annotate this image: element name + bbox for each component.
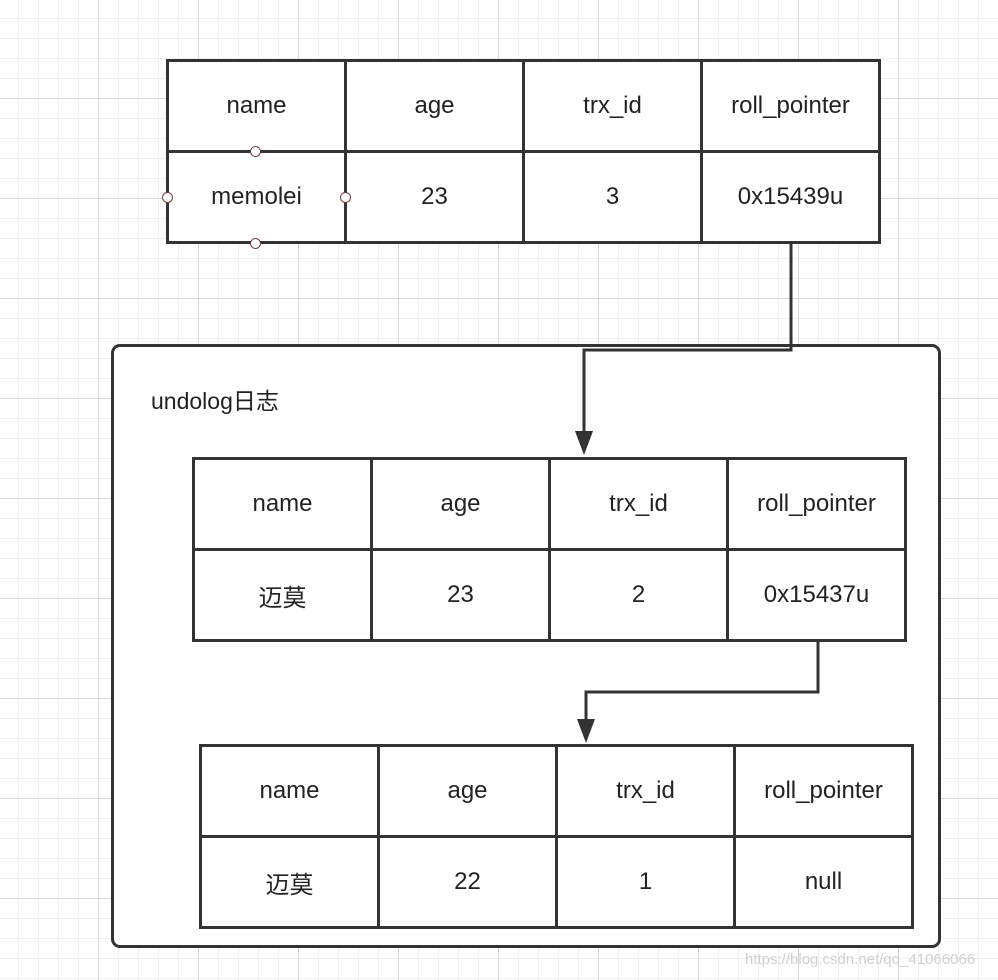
value-cell-name: 迈莫	[192, 548, 373, 642]
header-cell-roll-pointer: roll_pointer	[733, 744, 914, 838]
value-cell-roll-pointer: null	[733, 835, 914, 929]
connector-line	[584, 641, 820, 722]
header-cell-age: age	[344, 59, 525, 153]
value-cell-roll-pointer: 0x15439u	[700, 150, 881, 244]
undolog-label: undolog日志	[151, 388, 279, 414]
selection-handle-right[interactable]	[340, 192, 351, 203]
header-row: name age trx_id roll_pointer	[199, 744, 914, 838]
value-cell-trx-id: 2	[548, 548, 729, 642]
header-cell-age: age	[370, 457, 551, 551]
header-cell-name: name	[199, 744, 380, 838]
arrowhead-down-icon	[577, 719, 595, 743]
value-cell-age: 23	[370, 548, 551, 642]
value-cell-age: 22	[377, 835, 558, 929]
undo-record-table-1[interactable]: name age trx_id roll_pointer 迈莫 23 2 0x1…	[192, 457, 907, 642]
value-cell-name: 迈莫	[199, 835, 380, 929]
value-row: 迈莫 22 1 null	[199, 835, 914, 929]
value-row: 迈莫 23 2 0x15437u	[192, 548, 907, 642]
connector-line	[582, 243, 793, 434]
value-row: memolei 23 3 0x15439u	[166, 150, 881, 244]
header-cell-trx-id: trx_id	[522, 59, 703, 153]
value-cell-trx-id: 1	[555, 835, 736, 929]
watermark: https://blog.csdn.net/qq_41066066	[745, 951, 976, 968]
selection-handle-left[interactable]	[162, 192, 173, 203]
header-cell-roll-pointer: roll_pointer	[726, 457, 907, 551]
header-cell-age: age	[377, 744, 558, 838]
header-cell-trx-id: trx_id	[555, 744, 736, 838]
selection-handle-bottom[interactable]	[250, 238, 261, 249]
header-row: name age trx_id roll_pointer	[192, 457, 907, 551]
current-record-table[interactable]: name age trx_id roll_pointer memolei 23 …	[166, 59, 881, 244]
header-cell-trx-id: trx_id	[548, 457, 729, 551]
roll-pointer-connector-1[interactable]	[575, 243, 793, 455]
value-cell-trx-id: 3	[522, 150, 703, 244]
header-cell-roll-pointer: roll_pointer	[700, 59, 881, 153]
selection-handle-top[interactable]	[250, 146, 261, 157]
arrowhead-down-icon	[575, 431, 593, 455]
header-cell-name: name	[192, 457, 373, 551]
undo-record-table-2[interactable]: name age trx_id roll_pointer 迈莫 22 1 nul…	[199, 744, 914, 929]
roll-pointer-connector-2[interactable]	[577, 641, 820, 743]
value-cell-roll-pointer: 0x15437u	[726, 548, 907, 642]
value-cell-age: 23	[344, 150, 525, 244]
